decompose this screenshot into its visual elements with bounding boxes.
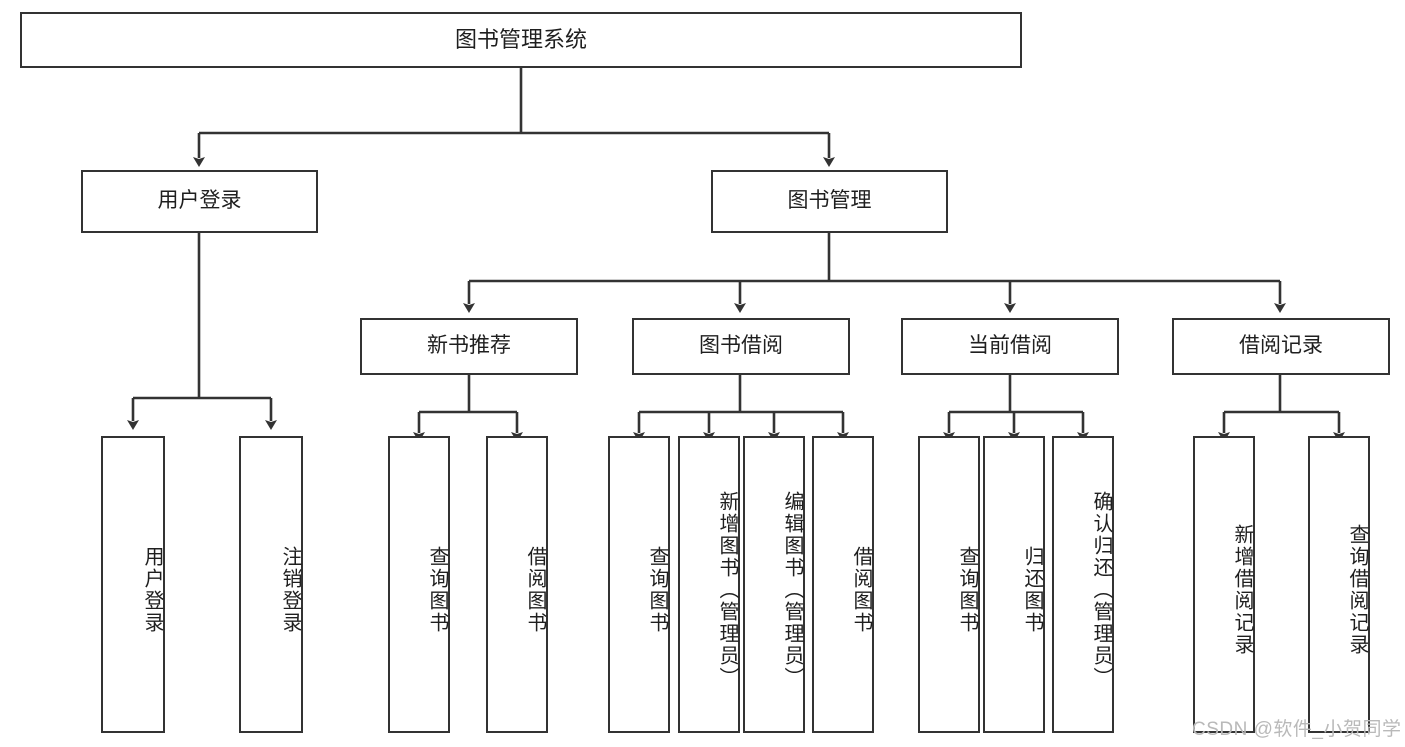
leaf-query-book-recommend[interactable]: 查询图书 xyxy=(388,436,450,733)
leaf-user-login[interactable]: 用户登录 xyxy=(101,436,165,733)
node-new-book-recommend[interactable]: 新书推荐 xyxy=(360,318,578,375)
leaf-borrow-book-recommend[interactable]: 借阅图书 xyxy=(486,436,548,733)
node-user-login[interactable]: 用户登录 xyxy=(81,170,318,233)
leaf-logout-label: 注销登录 xyxy=(279,545,301,634)
node-user-login-label: 用户登录 xyxy=(157,189,242,213)
leaf-add-borrow-record-label: 新增借阅记录 xyxy=(1231,523,1253,656)
node-root-label: 图书管理系统 xyxy=(454,27,587,53)
node-current-borrow-label: 当前借阅 xyxy=(968,334,1052,358)
node-book-management[interactable]: 图书管理 xyxy=(711,170,948,233)
leaf-return-book[interactable]: 归还图书 xyxy=(983,436,1045,733)
leaf-logout[interactable]: 注销登录 xyxy=(239,436,303,733)
watermark: CSDN @软件_小贺同学 xyxy=(1192,719,1402,740)
leaf-edit-book-admin-label: 编辑图书（管理员） xyxy=(781,490,803,689)
leaf-query-borrow-record[interactable]: 查询借阅记录 xyxy=(1308,436,1370,733)
leaf-edit-book-admin[interactable]: 编辑图书（管理员） xyxy=(743,436,805,733)
leaf-query-book-current[interactable]: 查询图书 xyxy=(918,436,980,733)
node-borrow-record[interactable]: 借阅记录 xyxy=(1172,318,1390,375)
leaf-borrow-book-recommend-label: 借阅图书 xyxy=(524,545,546,634)
leaf-return-book-label: 归还图书 xyxy=(1021,545,1043,634)
node-current-borrow[interactable]: 当前借阅 xyxy=(901,318,1119,375)
node-book-borrow[interactable]: 图书借阅 xyxy=(632,318,850,375)
leaf-query-borrow-record-label: 查询借阅记录 xyxy=(1346,523,1368,656)
leaf-borrow-book-label: 借阅图书 xyxy=(850,545,872,634)
node-book-management-label: 图书管理 xyxy=(787,189,872,213)
leaf-add-book-admin[interactable]: 新增图书（管理员） xyxy=(678,436,740,733)
node-new-book-recommend-label: 新书推荐 xyxy=(427,334,511,358)
node-book-borrow-label: 图书借阅 xyxy=(699,334,783,358)
leaf-borrow-book[interactable]: 借阅图书 xyxy=(812,436,874,733)
leaf-user-login-label: 用户登录 xyxy=(141,545,163,634)
node-borrow-record-label: 借阅记录 xyxy=(1239,334,1323,358)
leaf-query-book-borrow-label: 查询图书 xyxy=(646,545,668,634)
leaf-query-book-borrow[interactable]: 查询图书 xyxy=(608,436,670,733)
leaf-add-book-admin-label: 新增图书（管理员） xyxy=(716,490,738,689)
leaf-confirm-return-admin-label: 确认归还（管理员） xyxy=(1090,490,1112,689)
node-root[interactable]: 图书管理系统 xyxy=(20,12,1022,68)
leaf-query-book-current-label: 查询图书 xyxy=(956,545,978,634)
leaf-confirm-return-admin[interactable]: 确认归还（管理员） xyxy=(1052,436,1114,733)
leaf-query-book-recommend-label: 查询图书 xyxy=(426,545,448,634)
leaf-add-borrow-record[interactable]: 新增借阅记录 xyxy=(1193,436,1255,733)
